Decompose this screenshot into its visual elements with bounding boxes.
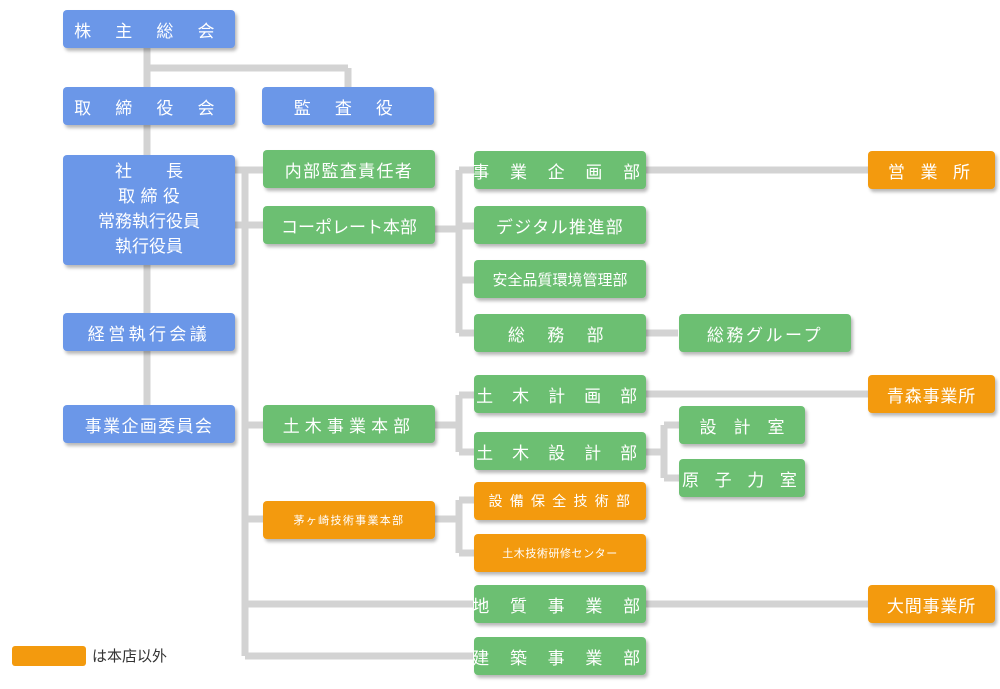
legend-text: は本店以外 [92,647,168,665]
civil-hq-box: 土木事業本部 [263,405,435,443]
exec-council-box: 経営執行会議 [63,313,235,351]
digital-box: デジタル推進部 [474,206,646,244]
biz-planning-box: 事 業 企 画 部 [472,151,646,189]
aomori-box: 青森事業所 [868,375,995,413]
chigasaki-hq-box: 茅ヶ崎技術事業本部 [263,501,435,539]
oma-box: 大間事業所 [868,585,995,623]
ceo-line-3: 常務執行役員 [98,212,200,232]
planning-committee-box: 事業企画委員会 [63,405,235,443]
internal-audit-box: 内部監査責任者 [263,150,435,188]
civil-design-box: 土 木 設 計 部 [474,432,646,470]
shareholders-box: 株 主 総 会 [63,10,235,48]
ceo-line-2: 取 締 役 [118,187,180,207]
board-box: 取 締 役 会 [63,87,235,125]
general-group-box: 総務グループ [679,314,851,352]
safety-quality-box: 安全品質環境管理部 [474,260,646,298]
civil-planning-box: 土 木 計 画 部 [474,375,646,413]
training-center-box: 土木技術研修センター [474,534,646,572]
design-room-box: 設 計 室 [679,406,805,444]
ceo-line-1: 社 長 [115,162,183,182]
maintenance-box: 設 備 保 全 技 術 部 [474,482,646,520]
corporate-hq-box: コーポレート本部 [263,206,435,244]
architecture-box: 建 築 事 業 部 [472,637,646,675]
legend-swatch [12,646,86,666]
general-affairs-box: 総 務 部 [474,314,646,352]
auditor-box: 監 査 役 [262,87,434,125]
nuclear-room-box: 原 子 力 室 [679,459,805,497]
sales-office-box: 営 業 所 [868,151,995,189]
ceo-box: 社 長 取 締 役 常務執行役員 執行役員 [63,155,235,265]
geology-box: 地 質 事 業 部 [472,585,646,623]
ceo-line-4: 執行役員 [115,237,183,257]
